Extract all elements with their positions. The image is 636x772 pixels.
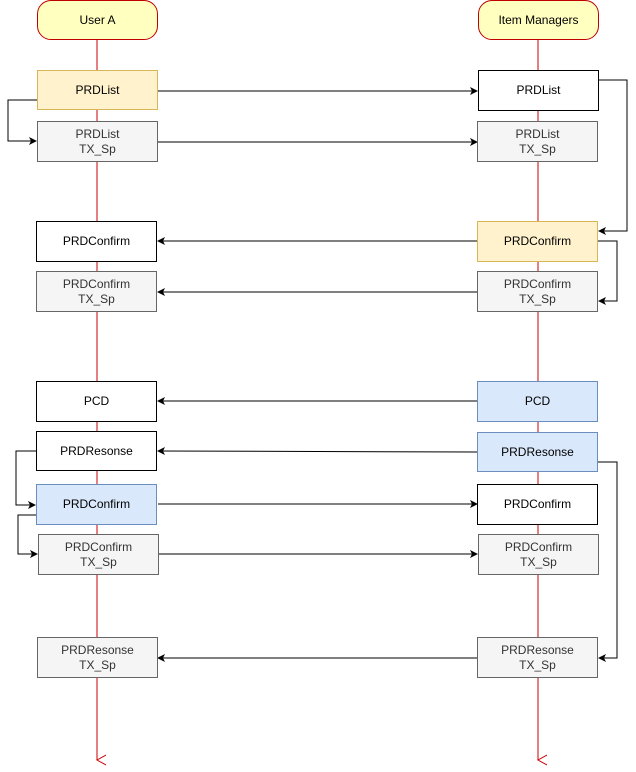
elbow-left-prdconfirm-to-tx <box>17 514 38 558</box>
box-right-prdresonse: PRDResonse <box>477 432 598 472</box>
box-left-prdresonse-tx: PRDResonse TX_Sp <box>37 637 158 678</box>
box-label: PRDConfirm <box>62 497 131 511</box>
elbow-right-prdconfirm-to-tx <box>598 240 618 305</box>
box-sublabel: TX_Sp <box>79 141 116 156</box>
box-right-prdlist: PRDList <box>478 70 599 111</box>
box-right-prdconfirm: PRDConfirm <box>477 221 598 262</box>
box-sublabel: TX_Sp <box>519 657 556 672</box>
box-right-prdconfirm-2: PRDConfirm <box>477 484 598 525</box>
box-label: PRDResonse <box>61 642 134 657</box>
box-label: PRDConfirm <box>64 539 133 554</box>
elbow-right-prdlist-to-prdconfirm <box>598 79 628 235</box>
box-sublabel: TX_Sp <box>519 291 556 306</box>
box-left-prdlist-tx: PRDList TX_Sp <box>37 121 158 162</box>
actor-user-a-label: User A <box>79 12 116 27</box>
box-right-prdconfirm-tx: PRDConfirm TX_Sp <box>477 271 598 312</box>
elbow-right-prdresonse-to-tx <box>598 461 618 662</box>
box-right-prdlist-tx: PRDList TX_Sp <box>477 121 598 162</box>
box-label: PRDResonse <box>501 642 574 657</box>
box-label: PRDList <box>515 126 560 141</box>
box-sublabel: TX_Sp <box>79 657 116 672</box>
box-sublabel: TX_Sp <box>520 554 557 569</box>
box-label: PRDList <box>75 126 120 141</box>
box-right-prdresonse-tx: PRDResonse TX_Sp <box>477 637 598 678</box>
box-left-prdconfirm-tx: PRDConfirm TX_Sp <box>36 271 157 312</box>
elbow-left-prdresonse-to-prdconfirm <box>15 450 36 509</box>
box-label: PRDResonse <box>60 443 133 458</box>
box-left-prdlist: PRDList <box>37 70 158 110</box>
box-label: PRDConfirm <box>504 539 573 554</box>
box-sublabel: TX_Sp <box>78 291 115 306</box>
box-sublabel: TX_Sp <box>519 141 556 156</box>
box-label: PRDConfirm <box>62 234 131 248</box>
box-label: PRDList <box>516 83 561 97</box>
box-label: PRDConfirm <box>62 276 131 291</box>
arrow-prdresonse-to-user <box>157 447 478 456</box>
actor-item-managers: Item Managers <box>478 0 599 40</box>
box-label: PCD <box>524 394 551 408</box>
box-sublabel: TX_Sp <box>80 554 117 569</box>
box-label: PRDConfirm <box>503 276 572 291</box>
elbow-left-prdlist-to-tx <box>7 99 37 145</box>
box-left-prdresonse: PRDResonse <box>36 431 157 471</box>
box-label: PRDConfirm <box>503 497 572 511</box>
box-right-pcd: PCD <box>477 381 598 422</box>
box-right-prdconfirm-2-tx: PRDConfirm TX_Sp <box>478 534 599 575</box>
box-label: PCD <box>83 394 110 408</box>
box-label: PRDResonse <box>501 444 574 459</box>
box-left-pcd: PCD <box>36 381 157 422</box>
box-label: PRDList <box>75 82 120 97</box>
box-left-prdconfirm: PRDConfirm <box>36 221 157 262</box>
actor-user-a: User A <box>37 0 158 40</box>
box-left-prdconfirm-2-tx: PRDConfirm TX_Sp <box>38 534 159 575</box>
actor-item-managers-label: Item Managers <box>498 12 579 27</box>
box-label: PRDConfirm <box>503 234 572 248</box>
box-left-prdconfirm-2: PRDConfirm <box>36 484 157 525</box>
